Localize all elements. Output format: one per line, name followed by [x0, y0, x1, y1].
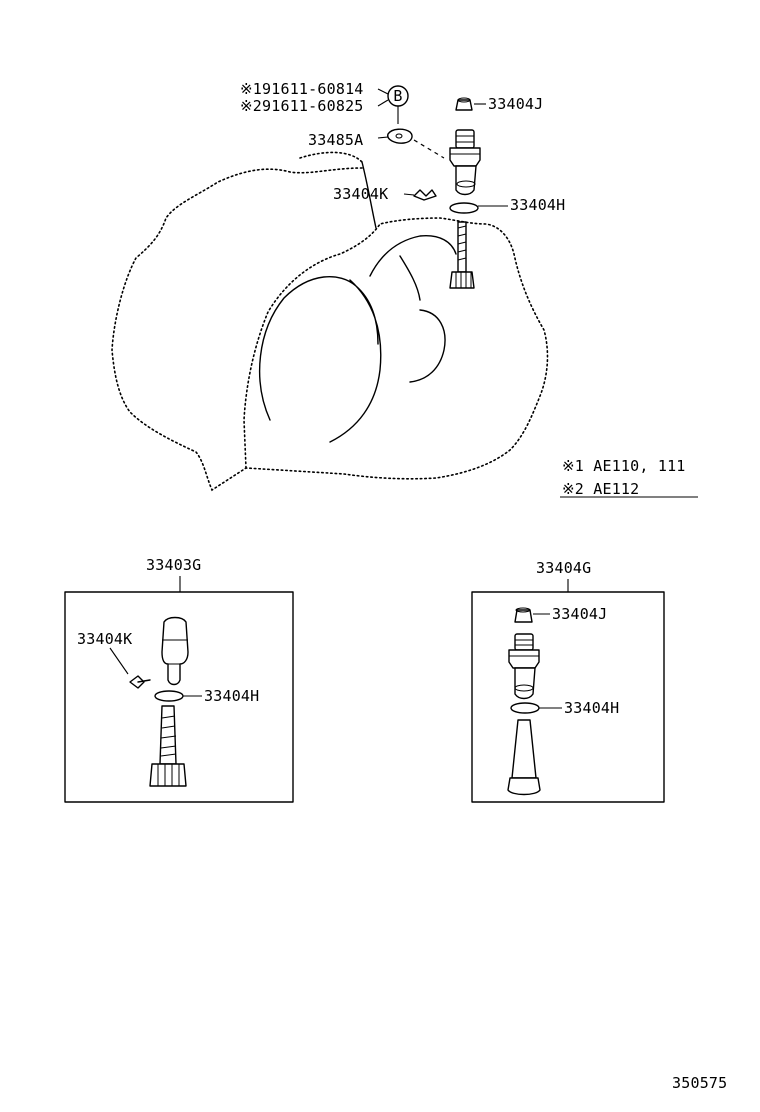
legend: ※1 AE110, 111 ※2 AE112: [560, 457, 698, 498]
gear-teeth: [449, 271, 475, 289]
leader-33404K-top: [403, 193, 415, 196]
legend-item-1: ※1 AE110, 111: [562, 457, 686, 475]
leader-note1: [377, 88, 389, 95]
clip-33404K-box: [129, 675, 151, 689]
transmission-housing: [111, 151, 549, 492]
leader-note2: [377, 99, 389, 107]
driven-gear-top: [449, 221, 475, 289]
label-33404H-right-box: 33404H: [564, 699, 619, 717]
dashed-plate-to-sleeve: [413, 139, 445, 159]
housing-bore: [259, 275, 382, 443]
housing-flange: [243, 217, 549, 480]
gear-shaft: [457, 221, 467, 273]
label-33404J-box: 33404J: [552, 605, 607, 623]
label-33404K-top: 33404K: [333, 185, 388, 203]
oring-33404H-right: [510, 702, 540, 714]
top-assembly: B ※191611-60814 ※291611-60825 33485A 334…: [240, 80, 565, 289]
note-1-part-number: ※191611-60814: [240, 80, 364, 98]
plate-33485A: [387, 128, 413, 144]
kit-box-left: [64, 591, 294, 803]
plate-hole: [395, 133, 403, 139]
cap-33404J-top: [455, 99, 473, 111]
label-33485A: 33485A: [308, 131, 363, 149]
legend-item-2: ※2 AE112: [562, 480, 639, 498]
label-33404H-top: 33404H: [510, 196, 565, 214]
housing-rib: [361, 161, 421, 301]
sleeve-left: [161, 616, 189, 686]
bolt-mark-label: B: [393, 87, 402, 105]
sleeve-top: [449, 129, 481, 196]
cap-box-rim: [515, 607, 531, 613]
leader-33485A: [377, 136, 389, 139]
kit-33404G: 33404G 33404J 33404H: [471, 559, 665, 803]
oring-33404H-left: [154, 690, 184, 702]
kit-box-right: [471, 591, 665, 803]
sleeve-body: [455, 165, 477, 196]
oring-33404H-top: [449, 202, 479, 214]
label-33404K-box: 33404K: [77, 630, 132, 648]
clip-33404K-top: [413, 189, 437, 201]
sleeve-head: [455, 129, 475, 149]
leader-33404K-box: [109, 647, 129, 675]
shaft-right-foot: [507, 777, 541, 796]
kit-33403G: 33403G 33404K 33404H: [64, 556, 294, 803]
label-33404H-left-box: 33404H: [204, 687, 259, 705]
housing-boss: [369, 235, 457, 383]
housing-outline: [111, 151, 363, 492]
gear-teeth-left: [149, 763, 187, 787]
sleeve-right: [508, 633, 540, 700]
sleeve-hex: [449, 147, 481, 167]
diagram-number: 350575: [672, 1074, 727, 1092]
label-33403G: 33403G: [146, 556, 201, 574]
label-33404G: 33404G: [536, 559, 591, 577]
shaft-right: [511, 719, 537, 779]
cap-top-rim: [457, 97, 471, 103]
label-33404J-top: 33404J: [488, 95, 543, 113]
cap-33404J-box: [514, 609, 533, 623]
note-2-part-number: ※291611-60825: [240, 97, 364, 115]
